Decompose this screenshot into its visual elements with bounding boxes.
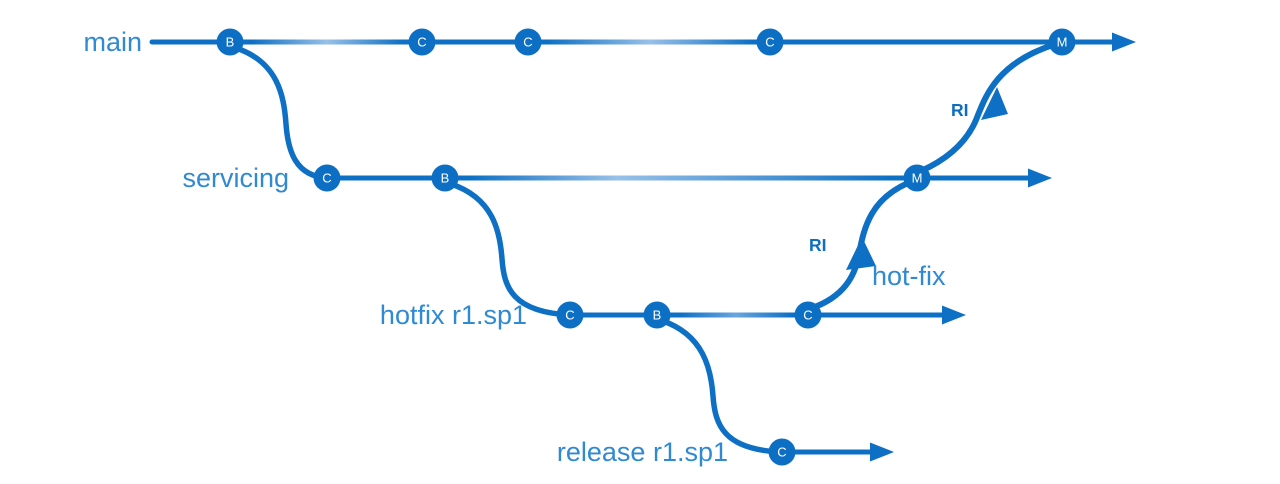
main-node-branch-letter: B xyxy=(226,35,235,50)
servicing-node-commit-letter: C xyxy=(322,171,331,186)
branch-curve-servicing-to-hotfix xyxy=(448,181,573,318)
release-node-commit xyxy=(768,438,796,466)
hotfix-node-branch-letter: B xyxy=(653,308,662,323)
branch-release-group: release r1.sp1 C xyxy=(557,437,894,467)
branch-main-group: main B C C C M xyxy=(83,27,1136,57)
hotfix-branch-label: hotfix r1.sp1 xyxy=(380,300,527,330)
ri-label-to-main: RI xyxy=(951,100,969,120)
ri-arrowhead-servicing-to-main xyxy=(981,87,1008,120)
main-node-commit-1-letter: C xyxy=(417,35,426,50)
branch-curve-hotfix-to-release xyxy=(660,318,785,455)
branch-curve-main-to-servicing xyxy=(233,45,330,181)
release-branch-label: release r1.sp1 xyxy=(557,437,728,467)
branch-hotfix-group: hotfix r1.sp1 C B C xyxy=(380,300,966,330)
servicing-node-branch xyxy=(431,164,459,192)
hotfix-node-commit-2-letter: C xyxy=(803,308,812,323)
release-branch-arrowhead xyxy=(870,442,894,462)
servicing-node-merge-letter: M xyxy=(912,171,923,186)
servicing-node-branch-letter: B xyxy=(441,171,450,186)
main-branch-arrowhead xyxy=(1112,32,1136,52)
main-node-commit-3 xyxy=(756,28,784,56)
main-node-commit-2 xyxy=(514,28,542,56)
main-node-branch xyxy=(216,28,244,56)
hotfix-node-commit-1 xyxy=(556,301,584,329)
hotfix-branch-arrowhead xyxy=(942,305,966,325)
hotfix-node-commit-1-letter: C xyxy=(565,308,574,323)
ri-label-to-servicing: RI xyxy=(809,235,827,255)
main-node-commit-2-letter: C xyxy=(523,35,532,50)
servicing-node-merge xyxy=(903,164,931,192)
servicing-branch-arrowhead xyxy=(1028,168,1052,188)
hotfix-flow-label: hot-fix xyxy=(872,261,946,291)
ri-arrowhead-hotfix-to-servicing xyxy=(846,237,876,270)
hotfix-node-branch xyxy=(643,301,671,329)
hotfix-node-commit-2 xyxy=(794,301,822,329)
main-node-commit-3-letter: C xyxy=(765,35,774,50)
main-node-commit-1 xyxy=(408,28,436,56)
main-branch-label: main xyxy=(83,27,142,57)
main-node-merge-letter: M xyxy=(1057,35,1068,50)
release-node-commit-letter: C xyxy=(777,445,786,460)
servicing-node-commit xyxy=(313,164,341,192)
servicing-branch-label: servicing xyxy=(182,163,289,193)
ri-curve-servicing-to-main xyxy=(918,42,1056,174)
main-node-merge xyxy=(1048,28,1076,56)
branch-servicing-group: servicing C B M xyxy=(182,163,1052,193)
